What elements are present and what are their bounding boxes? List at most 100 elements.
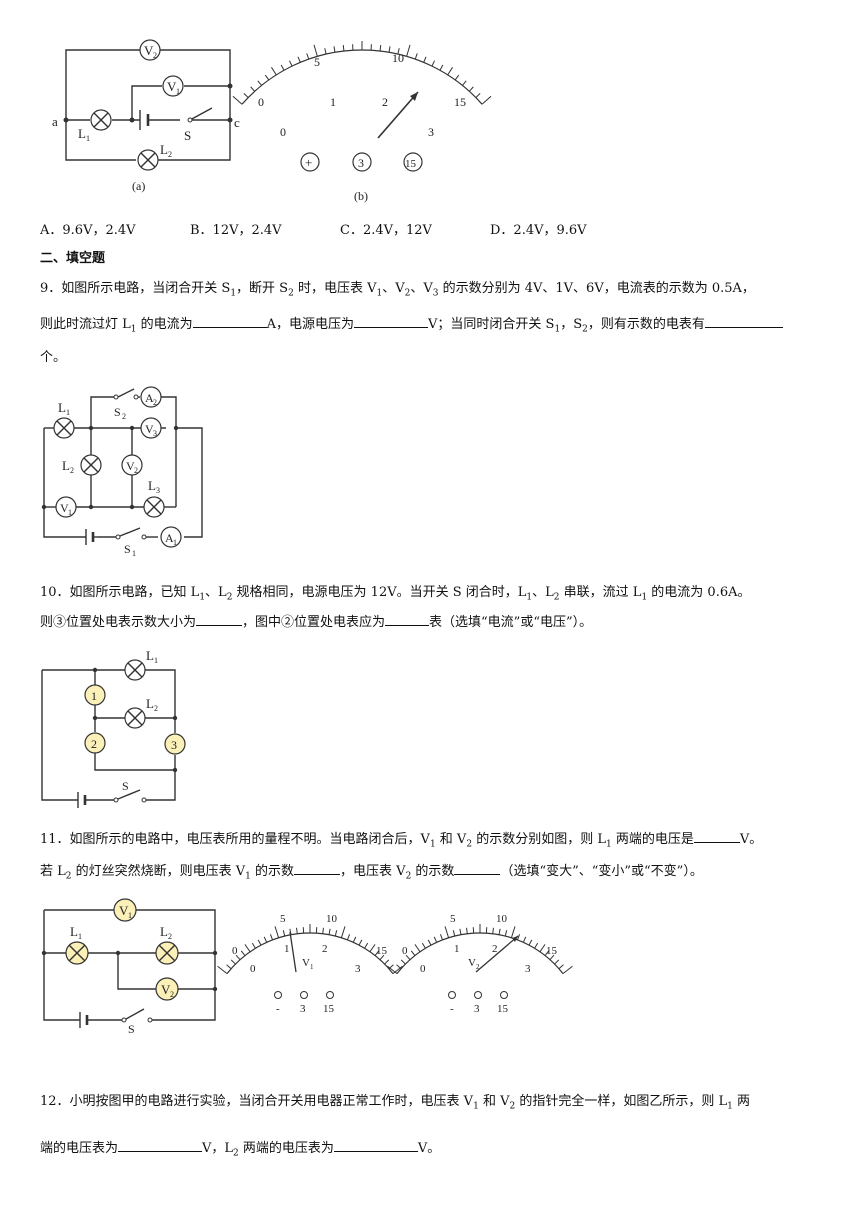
svg-text:2: 2 <box>153 398 157 407</box>
svg-text:15: 15 <box>323 1003 335 1015</box>
l2-label-q10: L <box>146 696 154 711</box>
q11-blank-voltage[interactable] <box>693 830 740 843</box>
needle-label-v1: V <box>302 957 310 969</box>
dial-tick <box>444 926 450 938</box>
dial-tick <box>539 944 546 953</box>
dial-tick <box>522 936 527 943</box>
svg-text:1: 1 <box>128 911 132 920</box>
circuit-diagram-q11: V 1 V 2 L 1 L 2 S <box>41 898 218 1036</box>
svg-text:10: 10 <box>496 913 508 925</box>
dial-tick <box>230 959 236 965</box>
dial-tick <box>492 927 494 934</box>
dial-tick <box>454 74 460 81</box>
dial-tick <box>400 959 406 965</box>
bottom-scale-3: 3 <box>428 125 434 139</box>
dial-tick <box>388 46 391 53</box>
dial-tick <box>297 56 301 63</box>
needle <box>377 91 419 139</box>
q12-line1: 12．小明按图甲的电路进行实验，当闭合开关用电器正常工作时，电压表 V1 和 V… <box>40 1094 750 1112</box>
svg-text:3: 3 <box>156 486 160 495</box>
dial-tick <box>528 939 533 946</box>
dial-arc <box>396 932 564 975</box>
svg-text:2: 2 <box>70 466 74 475</box>
dial-tick <box>516 934 521 941</box>
top-scale-0: 0 <box>258 95 264 109</box>
dial-tick <box>427 939 432 946</box>
v2-label-q9: V <box>126 459 135 473</box>
dial-tick <box>251 942 256 949</box>
circuit-diagram-q10: 1 2 3 L 1 L 2 S <box>41 648 186 808</box>
dial-tick <box>414 944 421 953</box>
l1-label: L <box>78 126 86 141</box>
q11-blank-v2[interactable] <box>454 862 501 875</box>
voltmeter-dial-v2: 0 5 10 15 0 1 2 3 V 2 - 3 15 <box>387 913 573 1015</box>
dial-tick <box>421 942 426 949</box>
dial-tick <box>364 942 369 949</box>
svg-text:1: 1 <box>66 408 70 417</box>
svg-text:3: 3 <box>153 429 157 438</box>
a2-label: A <box>145 391 154 405</box>
dial-tick <box>379 954 385 961</box>
meter-3-label: 3 <box>171 738 177 752</box>
dial-tick <box>534 942 539 949</box>
bottom-scale-0: 0 <box>280 125 286 139</box>
node-a-label: a <box>52 114 58 129</box>
dial-tick <box>340 926 346 938</box>
dial-tick <box>358 939 363 946</box>
meter-1-label: 1 <box>91 689 97 703</box>
option-a[interactable]: A．9.6V，2.4V <box>40 223 136 238</box>
svg-text:10: 10 <box>326 913 338 925</box>
svg-text:2: 2 <box>492 943 498 955</box>
dial-tick <box>405 954 411 961</box>
q10-blank-type[interactable] <box>385 613 430 626</box>
q9-blank-count[interactable] <box>704 315 783 328</box>
svg-text:-: - <box>450 1003 454 1015</box>
dial-tick <box>282 930 286 937</box>
meter-2-label: 2 <box>91 737 97 751</box>
v1-label: V <box>167 79 177 94</box>
dial-tick <box>274 926 280 938</box>
option-d[interactable]: D．2.4V，9.6V <box>490 223 587 238</box>
l2-label: L <box>160 142 168 157</box>
q11-blank-v1[interactable] <box>294 862 341 875</box>
dial-tick <box>439 64 444 71</box>
svg-text:1: 1 <box>173 538 177 547</box>
dial-tick <box>250 86 256 92</box>
needle-v2 <box>475 935 519 973</box>
dial-tick <box>306 53 310 60</box>
voltmeter-dial-b: 0 5 10 15 0 1 2 3 + 3 15 (b) <box>232 41 492 203</box>
q9-blank-current[interactable] <box>192 315 267 328</box>
v2-label: V <box>144 43 154 58</box>
dial-tick <box>468 86 474 92</box>
dial-tick <box>322 927 324 934</box>
dial-tick <box>396 964 402 970</box>
dial-tick <box>264 74 270 81</box>
circuit-diagram-q9: A 1 A 2 V 3 V 2 V 1 L 1 L 2 L 3 S 2 S 1 <box>41 386 203 558</box>
v1-sub: 1 <box>176 87 180 96</box>
svg-text:2: 2 <box>122 412 126 421</box>
q9-blank-voltage[interactable] <box>354 315 429 328</box>
svg-text:0: 0 <box>420 963 426 975</box>
dial-tick <box>257 80 262 86</box>
dial-arc <box>226 932 394 975</box>
dial-tick <box>352 936 357 943</box>
svg-text:5: 5 <box>450 913 456 925</box>
switch-s-label: S <box>184 128 191 143</box>
dial-tick <box>369 944 376 953</box>
dial-tick <box>379 45 382 52</box>
option-c[interactable]: C．2.4V，12V <box>340 223 432 238</box>
s-label-q11: S <box>128 1022 135 1036</box>
dial-arc <box>241 49 483 105</box>
dial-tick <box>217 965 228 975</box>
q10-blank-reading[interactable] <box>196 613 243 626</box>
v1-label-q9: V <box>60 501 69 515</box>
q12-blank-l1[interactable] <box>118 1139 203 1152</box>
dial-tick <box>459 928 462 935</box>
q12-blank-l2[interactable] <box>333 1139 418 1152</box>
l1-sub: 1 <box>86 134 90 143</box>
dial-tick <box>334 930 338 937</box>
option-b[interactable]: B．12V，2.4V <box>190 223 282 238</box>
svg-text:3: 3 <box>474 1003 480 1015</box>
dial-tick <box>462 80 467 86</box>
